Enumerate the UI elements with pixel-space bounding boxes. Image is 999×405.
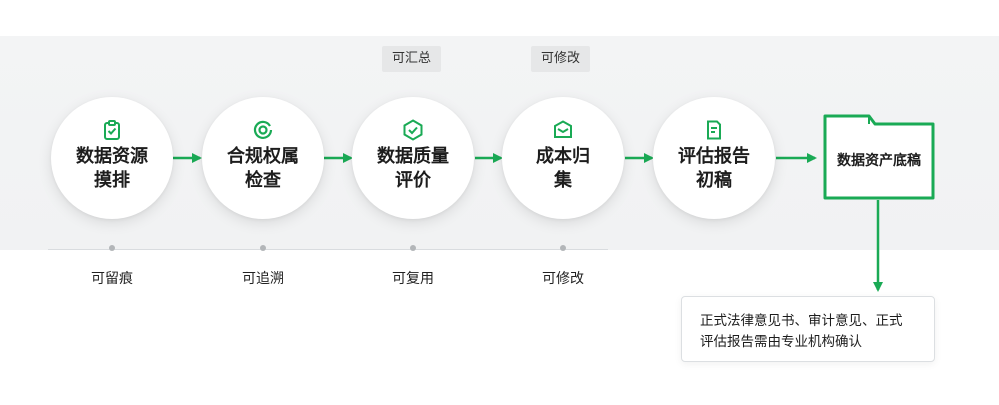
timeline-baseline (48, 249, 608, 250)
professional-confirmation-note: 正式法律意见书、审计意见、正式 评估报告需由专业机构确认 (681, 296, 935, 362)
tag-summarizable: 可汇总 (382, 46, 442, 72)
step-label: 成本归 集 (536, 146, 590, 191)
caption-reusable: 可复用 (392, 271, 434, 287)
shield-check-icon (403, 119, 423, 141)
folder-mail-icon (554, 120, 572, 138)
step-data-resource-survey: 数据资源 摸排 (51, 97, 173, 219)
document-edit-icon (707, 120, 721, 140)
caption-traceable-record: 可留痕 (91, 271, 133, 287)
step-cost-aggregation: 成本归 集 (502, 97, 624, 219)
timeline-dot (109, 245, 115, 251)
note-line-2: 评估报告需由专业机构确认 (700, 334, 862, 350)
step-compliance-check: 合规权属 检查 (202, 97, 324, 219)
step-label: 数据资源 摸排 (76, 146, 148, 191)
caption-modifiable: 可修改 (542, 271, 584, 287)
timeline-dot (260, 245, 266, 251)
step-label: 合规权属 检查 (227, 146, 299, 191)
timeline-dot (410, 245, 416, 251)
caption-traceable: 可追溯 (242, 271, 284, 287)
step-label: 数据质量 评价 (377, 146, 449, 191)
target-check-icon (253, 120, 273, 139)
tag-modifiable: 可修改 (531, 46, 591, 72)
final-output-folder: 数据资产底稿 (823, 112, 935, 200)
step-label: 评估报告 初稿 (678, 146, 750, 191)
step-evaluation-report-draft: 评估报告 初稿 (653, 97, 775, 219)
folder-icon (823, 114, 935, 200)
timeline-dot (560, 245, 566, 251)
step-data-quality-evaluation: 数据质量 评价 (352, 97, 474, 219)
clipboard-check-icon (104, 120, 120, 140)
note-line-1: 正式法律意见书、审计意见、正式 (700, 313, 903, 329)
final-output-label: 数据资产底稿 (837, 153, 921, 169)
